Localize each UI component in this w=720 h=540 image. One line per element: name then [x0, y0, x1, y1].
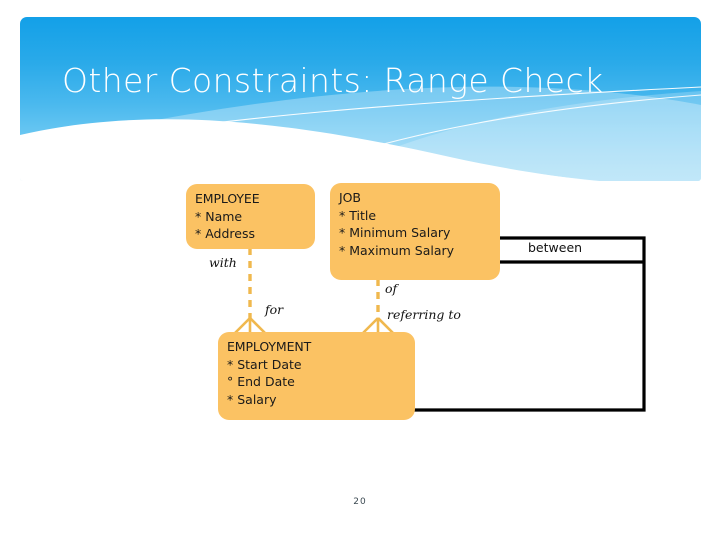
- banner-hairline-1: [20, 86, 701, 154]
- entity-employment-attribute: ° End Date: [227, 374, 295, 389]
- entity-employee[interactable]: EMPLOYEE * Name * Address: [186, 184, 315, 249]
- relationship-label-for: for: [265, 302, 284, 317]
- page-title: Other Constraints: Range Check: [62, 61, 604, 100]
- entity-employment[interactable]: EMPLOYMENT * Start Date ° End Date * Sal…: [218, 332, 415, 420]
- entity-employee-attribute: * Address: [195, 226, 256, 241]
- banner-wave-white-solid: [20, 119, 595, 181]
- relationship-label-with: with: [209, 255, 237, 270]
- entity-employee-attribute: * Name: [195, 208, 243, 224]
- relationship-label-referring-to: referring to: [387, 307, 461, 322]
- slide-title-banner: Other Constraints: Range Check: [20, 17, 701, 181]
- entity-job[interactable]: JOB * Title * Minimum Salary * Maximum S…: [330, 183, 500, 280]
- entity-job-attribute: * Title: [339, 207, 377, 223]
- page-number: 20: [353, 497, 367, 507]
- entity-employment-name: EMPLOYMENT: [227, 339, 312, 354]
- entity-job-attribute: * Maximum Salary: [339, 242, 455, 258]
- entity-employee-name: EMPLOYEE: [195, 191, 260, 206]
- banner-wave-decoration: [20, 86, 701, 181]
- entity-employment-attribute: * Salary: [227, 391, 277, 407]
- banner-hairline-2: [269, 94, 701, 181]
- relationship-label-of: of: [385, 281, 398, 296]
- entity-job-name: JOB: [339, 190, 361, 205]
- entity-employment-attribute: * Start Date: [227, 356, 302, 372]
- constraint-label-between: between: [524, 240, 587, 255]
- entity-job-attribute: * Minimum Salary: [339, 225, 451, 240]
